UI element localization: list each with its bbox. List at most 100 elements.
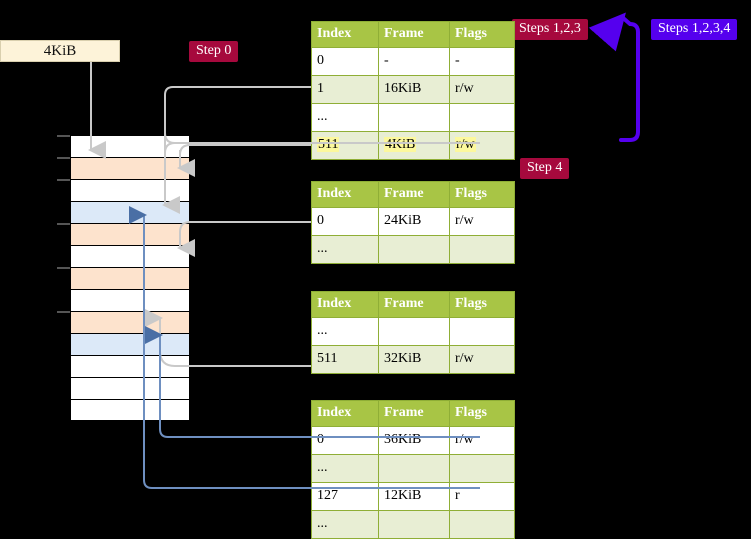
- cell-frame: [378, 317, 450, 346]
- column-header-frame: Frame: [378, 21, 450, 48]
- cell-flags: -: [449, 47, 515, 76]
- cell-frame: 36KiB: [378, 426, 450, 455]
- table-row: ...: [311, 235, 515, 264]
- table-row: ...: [311, 454, 515, 483]
- mem-block-label: 4KiB: [0, 40, 120, 62]
- memory-frame-row: [70, 289, 190, 311]
- column-header-flags: Flags: [449, 181, 515, 208]
- cell-index: 1: [311, 75, 379, 104]
- badge-steps-1-2-3: Steps 1,2,3: [512, 19, 588, 40]
- highlighted-value: 4KiB: [384, 137, 417, 152]
- column-header-flags: Flags: [449, 21, 515, 48]
- physical-memory-column: [57, 135, 190, 421]
- cell-frame: -: [378, 47, 450, 76]
- memory-row-tick: [57, 267, 70, 269]
- cell-index: ...: [311, 510, 379, 539]
- badge-step-0: Step 0: [189, 41, 239, 62]
- cell-flags: r/w: [449, 345, 515, 374]
- cell-flags: r/w: [449, 207, 515, 236]
- cell-flags: r/w: [449, 131, 515, 160]
- diagram-canvas: 4KiB Step 0 Step 4 Steps 1,2,3 Steps 1,2…: [0, 12, 738, 539]
- table-row: ...: [311, 510, 515, 539]
- memory-frame-row: [57, 311, 190, 333]
- memory-frame-row: [57, 157, 190, 179]
- cell-frame: 32KiB: [378, 345, 450, 374]
- cell-flags: [449, 454, 515, 483]
- cell-frame: [378, 235, 450, 264]
- memory-frame-row: [70, 333, 190, 355]
- column-header-flags: Flags: [449, 400, 515, 427]
- memory-frame-row: [57, 135, 190, 157]
- wire-t1-entry: [179, 144, 311, 160]
- cell-index: 0: [311, 207, 379, 236]
- bracket-steps-1-2-3-4: [588, 12, 640, 142]
- cell-frame: [378, 510, 450, 539]
- cell-index: 511: [311, 131, 379, 160]
- cell-index: ...: [311, 103, 379, 132]
- cell-flags: r: [449, 482, 515, 511]
- cell-frame: 12KiB: [378, 482, 450, 511]
- cell-index: ...: [311, 317, 379, 346]
- cell-flags: [449, 103, 515, 132]
- cell-flags: r/w: [449, 426, 515, 455]
- cell-frame: 16KiB: [378, 75, 450, 104]
- table-row: ...: [311, 103, 515, 132]
- highlighted-value: r/w: [455, 137, 476, 152]
- memory-frame-row: [70, 245, 190, 267]
- cell-index: ...: [311, 454, 379, 483]
- memory-row-tick: [57, 311, 70, 313]
- column-header-index: Index: [311, 181, 379, 208]
- cell-frame: [378, 454, 450, 483]
- memory-frame-row: [70, 399, 190, 421]
- memory-frame-row: [70, 201, 190, 223]
- memory-frame-row: [57, 267, 190, 289]
- cell-index: 127: [311, 482, 379, 511]
- cell-flags: [449, 317, 515, 346]
- column-header-index: Index: [311, 21, 379, 48]
- column-header-frame: Frame: [378, 291, 450, 318]
- column-header-frame: Frame: [378, 181, 450, 208]
- memory-frame-row: [57, 223, 190, 245]
- memory-row-tick: [57, 179, 70, 181]
- highlighted-value: 511: [317, 137, 340, 152]
- memory-frame-row: [57, 179, 190, 201]
- column-header-index: Index: [311, 400, 379, 427]
- badge-step-4: Step 4: [520, 158, 570, 179]
- memory-frame-row: [70, 355, 190, 377]
- memory-row-tick: [57, 223, 70, 225]
- cell-index: ...: [311, 235, 379, 264]
- cell-index: 0: [311, 47, 379, 76]
- wire-t2-entry: [177, 221, 311, 257]
- table-row: 511 4KiB r/w: [311, 131, 515, 160]
- cell-frame: 4KiB: [378, 131, 450, 160]
- memory-row-tick: [57, 157, 70, 159]
- badge-steps-1-2-3-4: Steps 1,2,3,4: [651, 19, 738, 40]
- cell-frame: [378, 103, 450, 132]
- cell-flags: [449, 235, 515, 264]
- table-row: 0--: [311, 47, 515, 76]
- memory-frame-row: [70, 377, 190, 399]
- table-row: ...: [311, 317, 515, 346]
- column-header-index: Index: [311, 291, 379, 318]
- memory-row-tick: [57, 135, 70, 137]
- column-header-flags: Flags: [449, 291, 515, 318]
- cell-flags: [449, 510, 515, 539]
- cell-frame: 24KiB: [378, 207, 450, 236]
